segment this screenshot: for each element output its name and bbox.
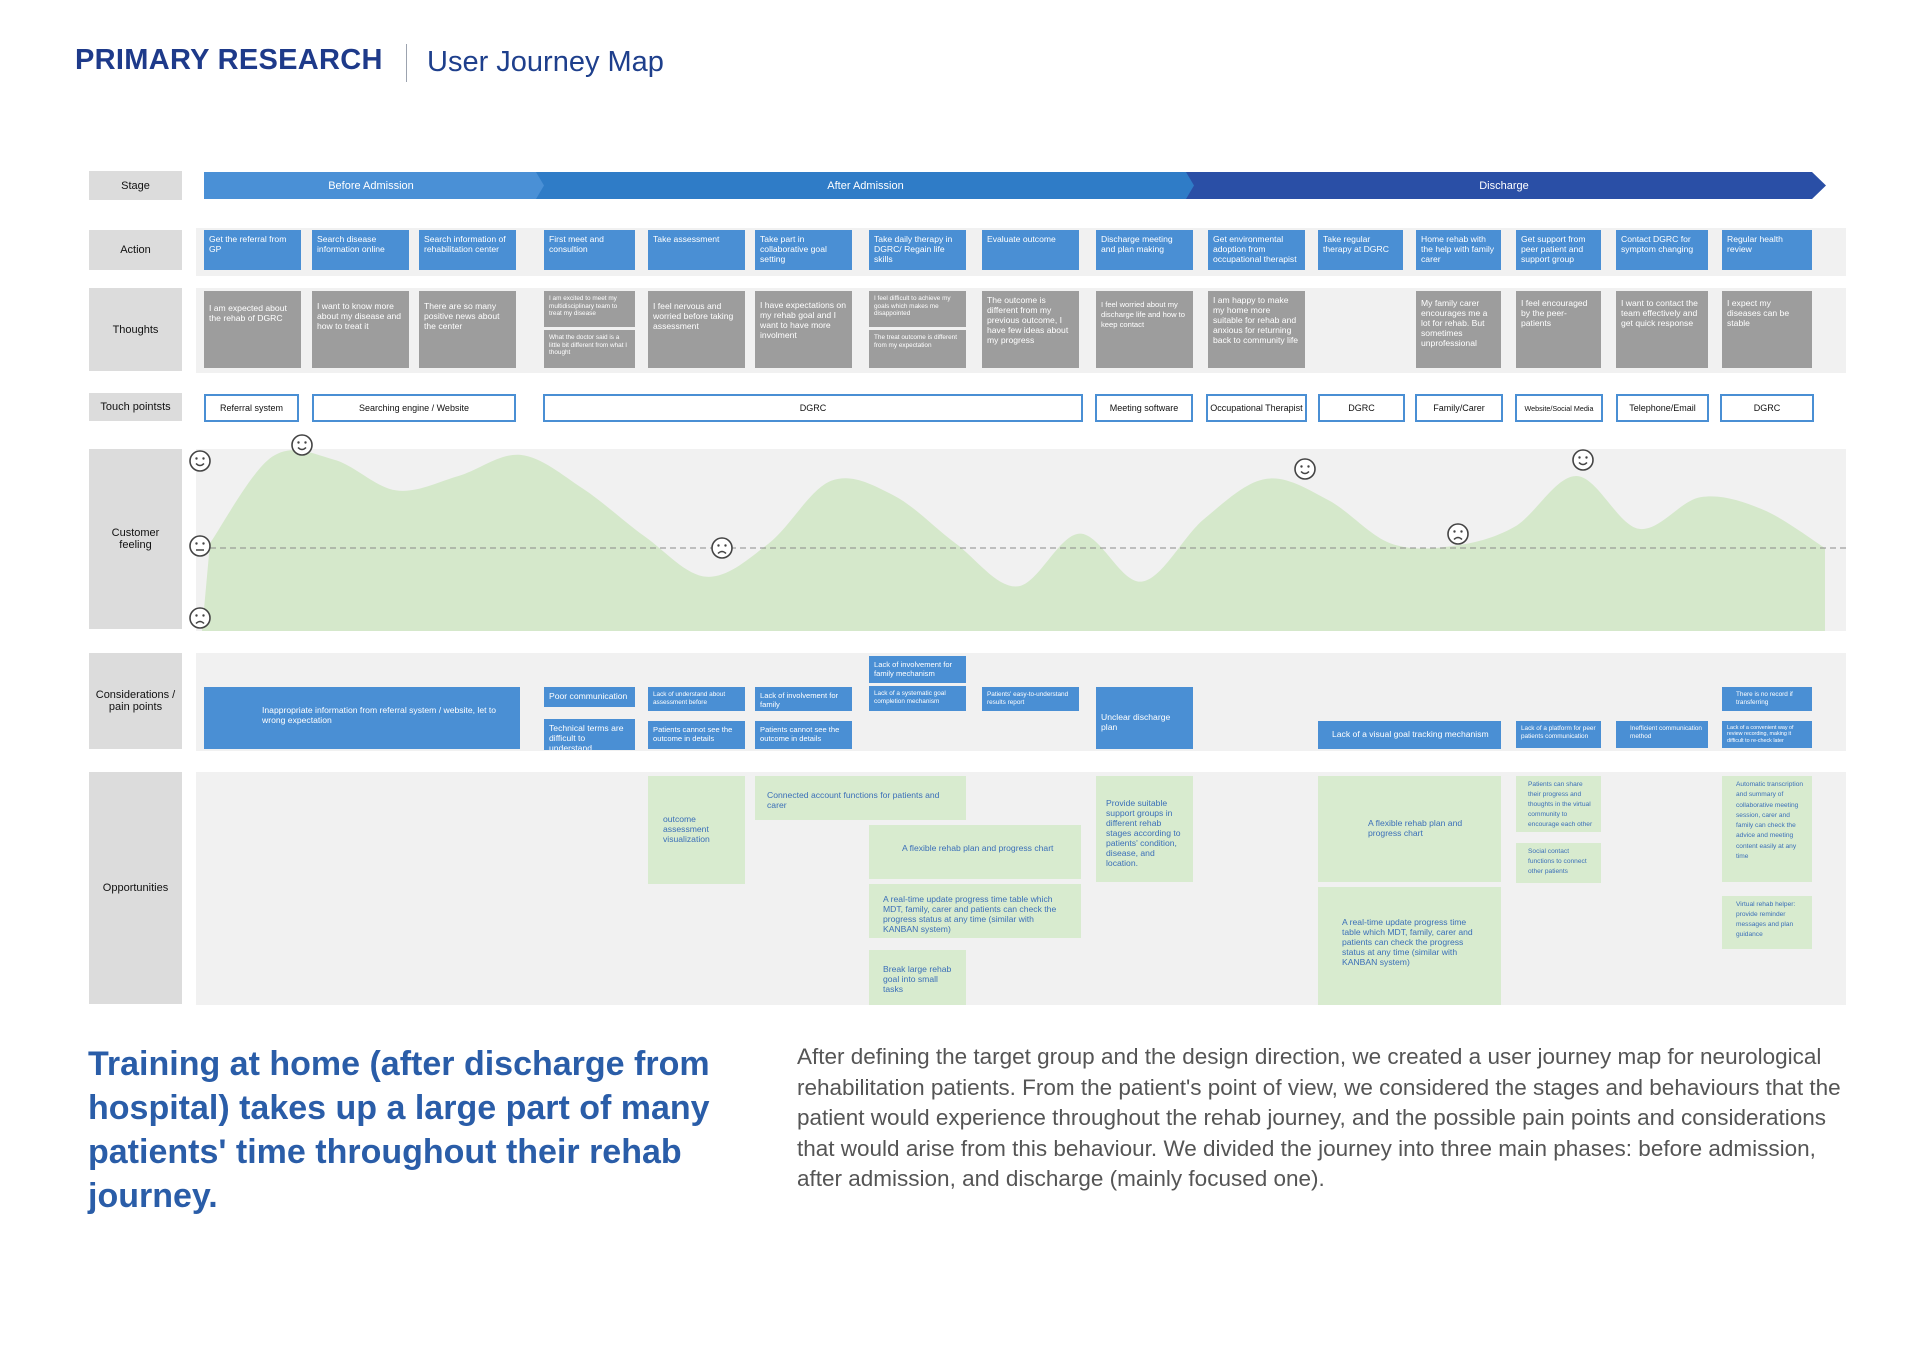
thought-card: The treat outcome is different from my e… [869,330,966,368]
pain-point-card: Poor communication [544,687,635,707]
thought-card: I am expected about the rehab of DGRC [204,291,301,368]
stage-arrow-discharge [1186,172,1826,199]
sad-face-icon [1447,523,1469,545]
thought-card: The outcome is different from my previou… [982,291,1079,368]
happy-face-icon [1572,449,1594,471]
row-label-opportunities: Opportunities [89,772,182,1004]
sad-face-icon [711,537,733,559]
row-label-feeling: Customer feeling [89,449,182,629]
pain-point-card: Lack of a visual goal tracking mechanism [1318,721,1501,749]
pain-point-card: Lack of a systematic goal completion mec… [869,686,966,711]
row-label-considerations: Considerations / pain points [89,653,182,749]
touchpoint: Occupational Therapist [1206,394,1307,422]
pain-point-card: Lack of a convenient way of review recor… [1722,721,1812,748]
pain-point-card: Lack of involvement for family mechanism [869,656,966,683]
action-card: Get the referral from GP [204,230,301,270]
happy-face-icon [189,450,211,472]
opportunity-card: A flexible rehab plan and progress chart [1318,776,1501,882]
opportunity-card: A flexible rehab plan and progress chart [869,825,1081,879]
action-card: Discharge meeting and plan making [1096,230,1193,270]
stage-label-discharge: Discharge [1479,179,1529,192]
touchpoint: Referral system [204,394,299,422]
pain-point-card: Lack of involvement for family [755,687,852,711]
touchpoint: Website/Social Media [1515,394,1603,422]
thought-card: I feel nervous and worried before taking… [648,291,745,368]
stage-arrow-after-admission [536,172,1196,199]
touchpoint: DGRC [1720,394,1814,422]
pain-point-card: Inefficient communication method [1616,721,1708,748]
stage-arrow-before-admission [204,172,546,199]
thought-card: I feel worried about my discharge life a… [1096,291,1193,368]
pain-point-card: Lack of a platform for peer patients com… [1516,721,1601,748]
thought-card: There are so many positive news about th… [419,291,516,368]
action-card: Take assessment [648,230,745,270]
pain-point-card: Inappropriate information from referral … [204,687,520,749]
pain-point-card: Patients cannot see the outcome in detai… [755,721,852,749]
thought-card: My family carer encourages me a lot for … [1416,291,1501,368]
action-card: Get environmental adoption from occupati… [1208,230,1305,270]
action-card: Home rehab with the help with family car… [1416,230,1501,270]
happy-face-icon [1294,458,1316,480]
action-card: Search disease information online [312,230,409,270]
sad-face-icon [189,607,211,629]
opportunity-card: Social contact functions to connect othe… [1516,843,1601,883]
summary-paragraph: After defining the target group and the … [797,1044,1841,1191]
touchpoint: DGRC [543,394,1083,422]
row-label-stage: Stage [89,171,182,200]
action-card: Contact DGRC for symptom changing [1616,230,1708,270]
page-subtitle: User Journey Map [427,46,664,78]
touchpoint: Meeting software [1095,394,1193,422]
opportunity-card: Virtual rehab helper: provide reminder m… [1722,896,1812,949]
thought-card: I have expectations on my rehab goal and… [755,291,852,368]
thought-card: I want to contact the team effectively a… [1616,291,1708,368]
action-card: Get support from peer patient and suppor… [1516,230,1601,270]
pain-point-card: Lack of understand about assessment befo… [648,687,745,711]
row-label-action: Action [89,230,182,270]
action-card: First meet and consultion [544,230,635,270]
thought-card: I want to know more about my disease and… [312,291,409,368]
touchpoint: DGRC [1318,394,1405,422]
thought-card: What the doctor said is a little bit dif… [544,330,635,368]
thought-card: I am excited to meet my multidisciplinar… [544,291,635,327]
thought-card: I feel difficult to achieve my goals whi… [869,291,966,327]
opportunity-card: A real-time update progress time table w… [1318,887,1501,1005]
opportunity-card: Provide suitable support groups in diffe… [1096,776,1193,882]
touchpoint: Searching engine / Website [312,394,516,422]
thought-card: I feel encouraged by the peer-patients [1516,291,1601,368]
pain-point-card: Patients' easy-to-understand results rep… [982,687,1079,711]
action-card: Search information of rehabilitation cen… [419,230,516,270]
row-label-touchpoints: Touch pointsts [89,393,182,421]
page-title: PRIMARY RESEARCH [75,44,383,76]
pain-point-card: Technical terms are difficult to underst… [544,719,635,750]
opportunity-card: outcome assessment visualization [648,776,745,884]
thought-card: I expect my diseases can be stable [1722,291,1812,368]
action-card: Take part in collaborative goal setting [755,230,852,270]
opportunity-card: Automatic transcription and summary of c… [1722,776,1812,882]
thought-card: I am happy to make my home more suitable… [1208,291,1305,368]
touchpoint: Family/Carer [1415,394,1503,422]
action-card: Take daily therapy in DGRC/ Regain life … [869,230,966,270]
pain-point-card: There is no record if transferring [1722,687,1812,711]
neutral-face-icon [189,535,211,557]
action-card: Regular health review [1722,230,1812,270]
pain-point-card: Unclear discharge plan [1096,687,1193,749]
header-divider [406,44,407,82]
pain-point-card: Patients cannot see the outcome in detai… [648,721,745,749]
opportunity-card: Break large rehab goal into small tasks [869,950,966,1005]
stage-label-after-admission: After Admission [827,179,904,192]
stage-label-before-admission: Before Admission [328,179,414,192]
feeling-curve-area [202,450,1825,631]
row-label-thoughts: Thoughts [89,288,182,371]
customer-feeling-chart [189,434,1846,631]
happy-face-icon [291,434,313,456]
summary-heading: Training at home (after discharge from h… [88,1045,710,1215]
opportunity-card: A real-time update progress time table w… [869,884,1081,938]
opportunity-card: Patients can share their progress and th… [1516,776,1601,832]
action-card: Evaluate outcome [982,230,1079,270]
stage-banner [204,172,1826,199]
action-card: Take regular therapy at DGRC [1318,230,1403,270]
opportunity-card: Connected account functions for patients… [755,776,966,820]
touchpoint: Telephone/Email [1616,394,1709,422]
